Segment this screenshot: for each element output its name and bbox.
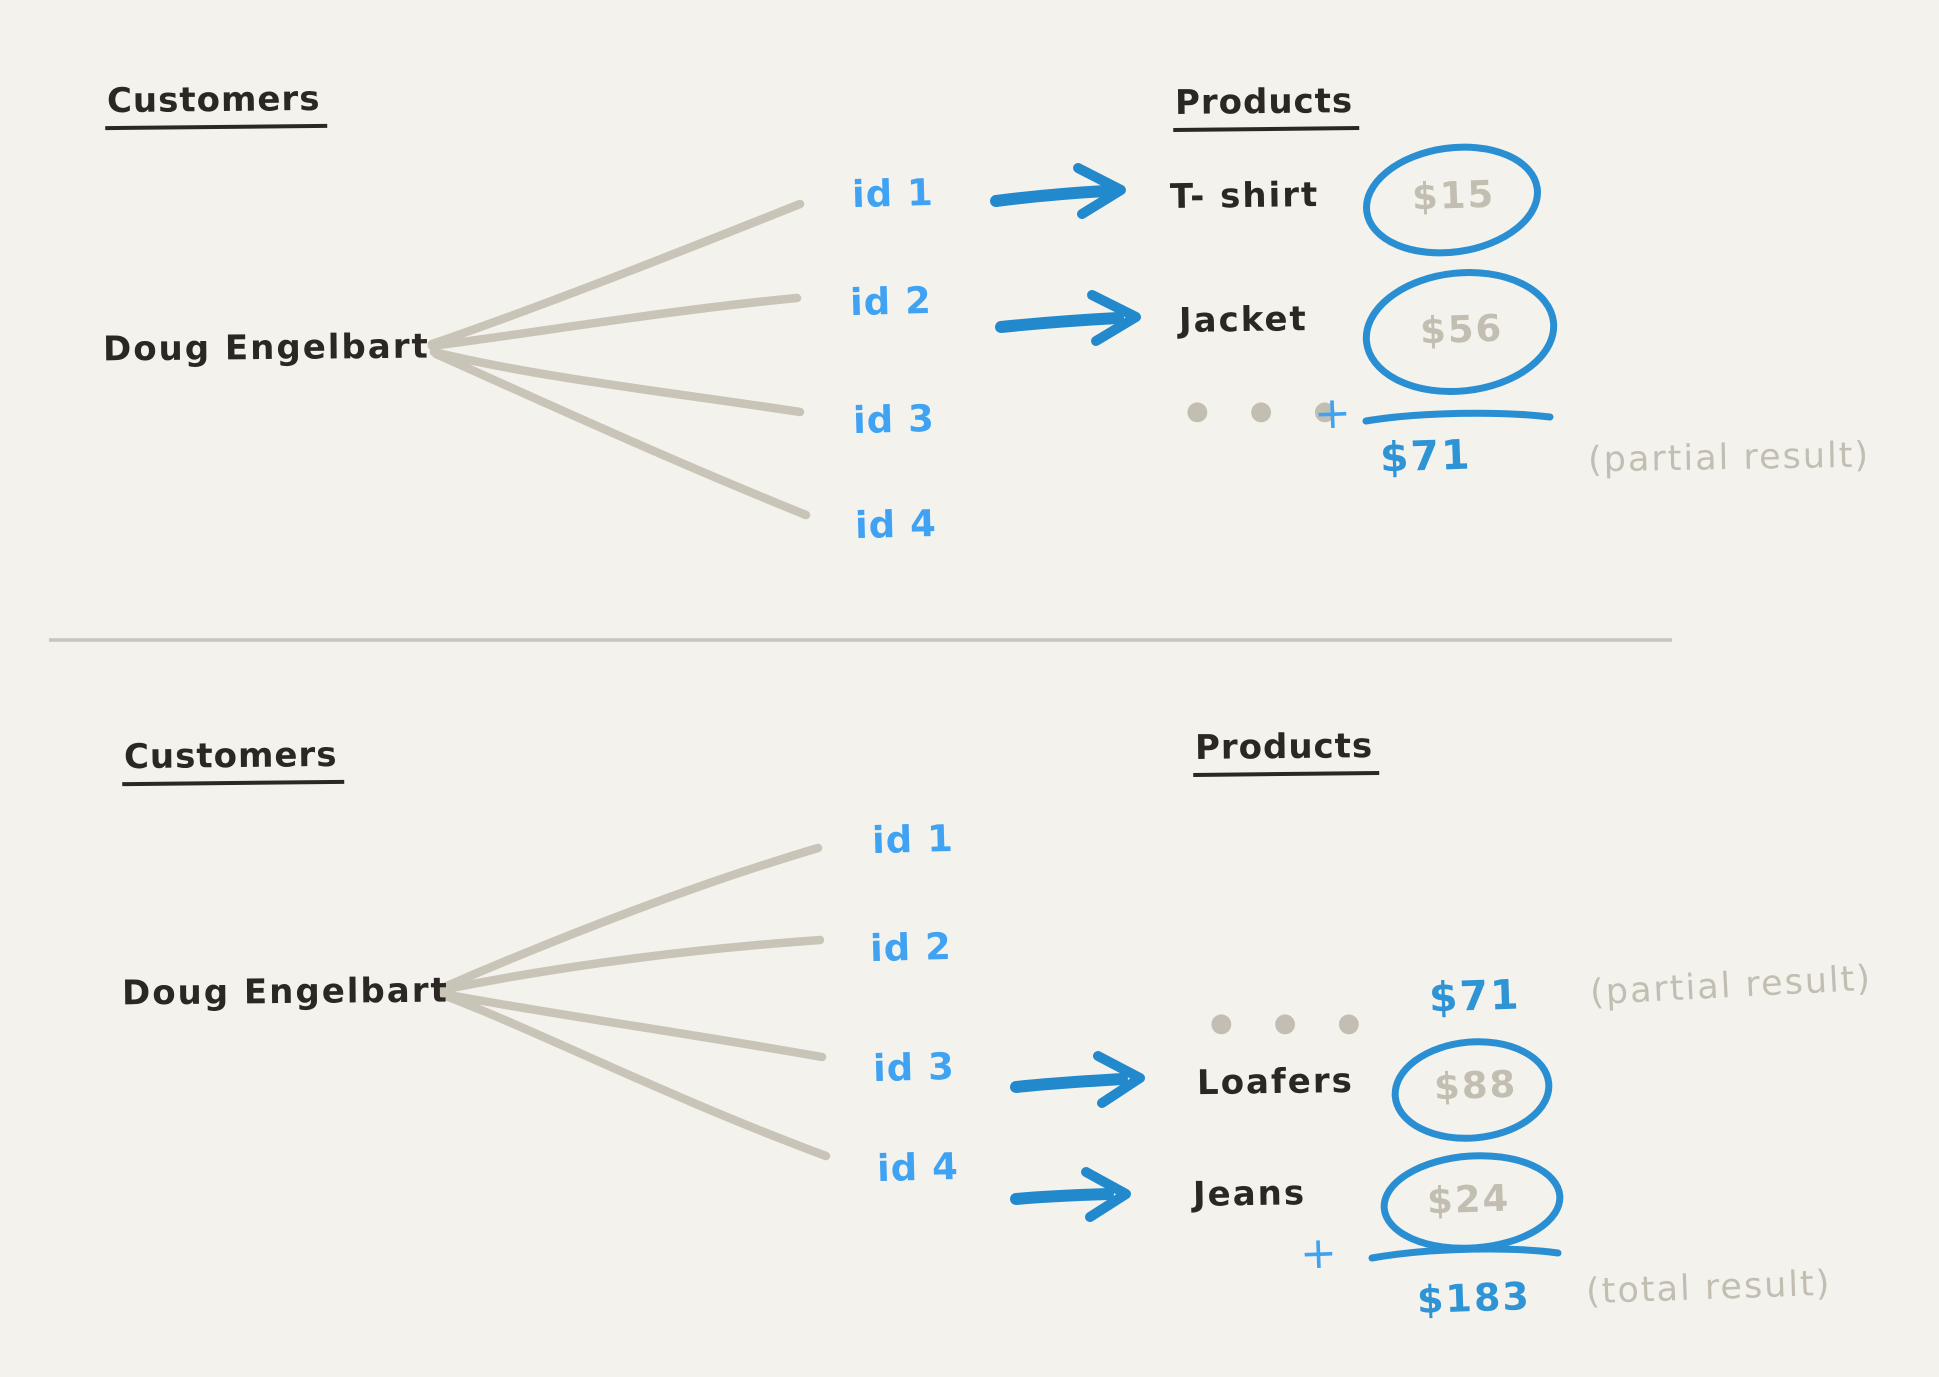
- bottom-id-4: id 4: [876, 1144, 960, 1191]
- top-price-circles: [1362, 143, 1558, 395]
- top-price-jacket: $56: [1419, 306, 1504, 353]
- arrow-icon: [1010, 1073, 1128, 1093]
- price-circle-icon: [1363, 143, 1541, 257]
- bottom-id-1: id 1: [871, 816, 955, 863]
- top-id-4: id 4: [854, 501, 938, 548]
- top-fan-line-id1: [427, 199, 805, 349]
- bottom-price-jeans: $24: [1426, 1176, 1511, 1223]
- top-ellipsis: ● ● ●: [1186, 396, 1353, 426]
- arrow-head-icon: [1093, 1051, 1145, 1108]
- bottom-fan-line-id4: [441, 991, 831, 1161]
- bottom-fan-line-id1: [437, 843, 823, 993]
- bottom-id-3: id 3: [872, 1044, 956, 1091]
- arrow-head-icon: [1073, 163, 1126, 219]
- bottom-carryover-sum: $71: [1428, 970, 1522, 1022]
- top-partial-sum: $71: [1379, 430, 1473, 482]
- top-fan-lines: [427, 199, 811, 520]
- bottom-customer-name: Doug Engelbart: [121, 970, 449, 1014]
- top-partial-label: (partial result): [1587, 435, 1871, 481]
- bottom-fan-lines: [437, 843, 831, 1161]
- top-arrows: [990, 163, 1141, 346]
- bottom-total-sum: $183: [1416, 1274, 1532, 1322]
- bottom-product-jeans: Jeans: [1192, 1173, 1307, 1215]
- top-id-1: id 1: [851, 170, 935, 217]
- bottom-fan-line-id3: [439, 989, 827, 1062]
- top-price-tshirt: $15: [1411, 172, 1496, 219]
- bottom-customers-heading: Customers: [121, 734, 344, 787]
- price-circle-icon: [1362, 269, 1558, 395]
- bottom-ellipsis: ● ● ●: [1210, 1008, 1377, 1038]
- top-fan-line-id2: [427, 293, 802, 351]
- arrow-head-icon: [1081, 1167, 1131, 1222]
- bottom-id-2: id 2: [869, 924, 953, 971]
- top-customer-name: Doug Engelbart: [102, 326, 430, 370]
- arrow-icon: [995, 312, 1124, 333]
- top-customers-heading: Customers: [104, 78, 327, 131]
- top-fan-line-id4: [431, 349, 811, 520]
- top-id-2: id 2: [849, 278, 933, 325]
- bottom-total-label: (total result): [1585, 1263, 1833, 1313]
- bottom-fan-line-id2: [437, 935, 825, 995]
- top-fan-line-id3: [429, 347, 805, 417]
- bottom-product-loafers: Loafers: [1196, 1060, 1355, 1104]
- bottom-arrows: [1010, 1051, 1145, 1222]
- arrow-head-icon: [1087, 290, 1141, 346]
- top-product-tshirt: T- shirt: [1169, 174, 1320, 218]
- arrow-icon: [990, 185, 1111, 207]
- top-products-heading: Products: [1172, 81, 1360, 132]
- arrow-icon: [1010, 1188, 1114, 1205]
- top-product-jacket: Jacket: [1178, 299, 1309, 341]
- bottom-products-heading: Products: [1192, 726, 1380, 777]
- price-circle-icon: [1391, 1038, 1553, 1142]
- top-id-3: id 3: [852, 396, 936, 443]
- bottom-price-loafers: $88: [1433, 1062, 1518, 1109]
- top-sum-line: [1362, 409, 1554, 425]
- bottom-sum-line: [1368, 1245, 1562, 1262]
- top-plus-sign: +: [1313, 387, 1352, 440]
- bottom-plus-sign: +: [1299, 1227, 1338, 1280]
